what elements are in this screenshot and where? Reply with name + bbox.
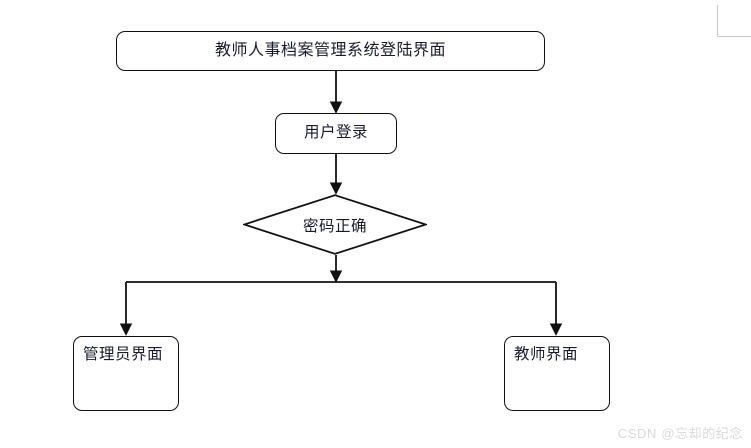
node-system-login-screen-label: 教师人事档案管理系统登陆界面 [214, 42, 446, 60]
node-system-login-screen[interactable]: 教师人事档案管理系统登陆界面 [116, 31, 545, 71]
node-user-login-label: 用户登录 [303, 124, 368, 142]
node-user-login[interactable]: 用户登录 [275, 113, 397, 154]
watermark-text: CSDN @忘却的纪念 [617, 426, 743, 441]
diamond-shape [243, 194, 427, 255]
node-admin-interface[interactable]: 管理员界面 [73, 336, 179, 411]
node-password-correct-decision[interactable]: 密码正确 [243, 194, 427, 255]
node-admin-interface-label: 管理员界面 [83, 346, 164, 363]
node-password-correct-label: 密码正确 [302, 217, 367, 235]
corner-artifact [717, 5, 751, 37]
node-teacher-interface[interactable]: 教师界面 [504, 336, 610, 411]
node-teacher-interface-label: 教师界面 [514, 346, 579, 363]
